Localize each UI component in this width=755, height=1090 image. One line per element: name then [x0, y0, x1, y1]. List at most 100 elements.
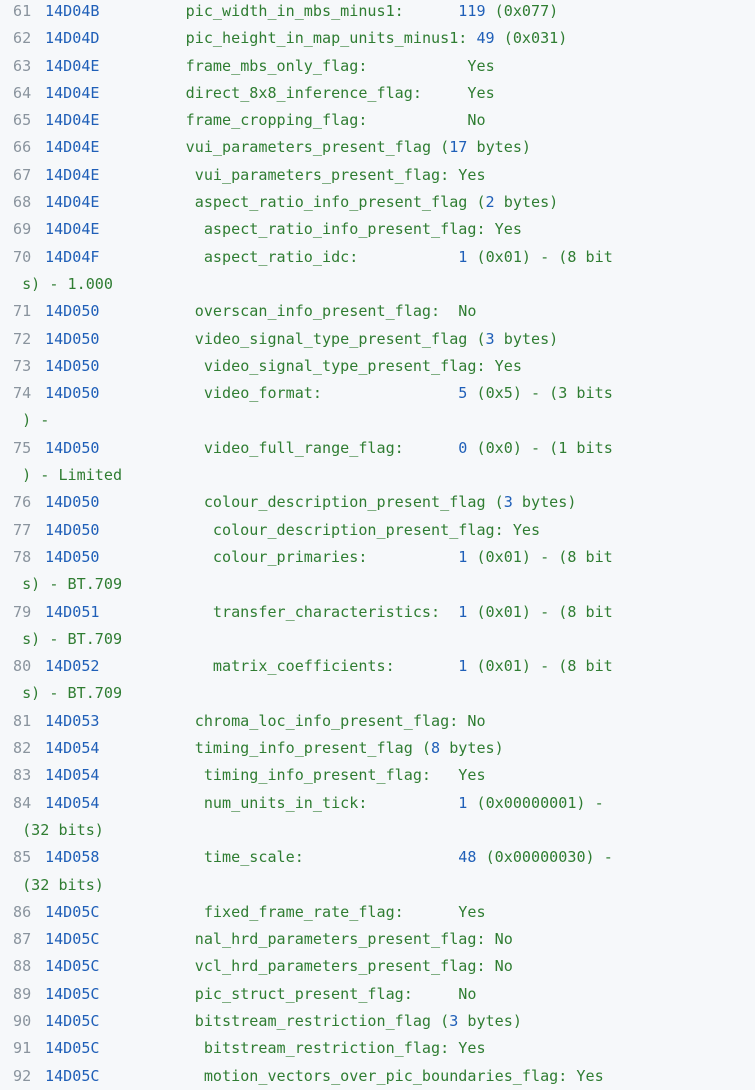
field-entry: num_units_in_tick: 1 (0x00000001) - — [13, 790, 713, 817]
byte-offset: 14D05C — [45, 902, 100, 921]
field-entry: matrix_coefficients: 1 (0x01) - (8 bit — [13, 653, 713, 680]
continuation-text: (32 bits) — [22, 875, 104, 894]
line-number: 69 — [13, 220, 32, 239]
byte-offset: 14D051 — [45, 602, 100, 621]
wrapped-continuation: (32 bits) — [13, 872, 104, 899]
field-label: timing_info_present_flag ( — [194, 739, 432, 758]
field-label: colour_description_present_flag: — [212, 520, 513, 539]
field-entry: colour_primaries: 1 (0x01) - (8 bit — [13, 544, 713, 571]
field-entry: colour_description_present_flag (3 bytes… — [13, 489, 713, 516]
field-entry: fixed_frame_rate_flag: Yes — [13, 899, 713, 926]
line-number: 70 — [13, 247, 32, 266]
byte-offset: 14D058 — [45, 848, 100, 867]
byte-offset: 14D050 — [45, 302, 100, 321]
field-label: video_format: — [203, 384, 459, 403]
field-value: 8 — [431, 739, 441, 758]
field-entry: time_scale: 48 (0x00000030) - — [13, 844, 713, 871]
field-label: frame_mbs_only_flag: — [185, 56, 468, 75]
field-detail: bytes) — [494, 193, 559, 212]
field-entry: timing_info_present_flag: Yes — [13, 762, 713, 789]
field-value: 49 — [476, 29, 495, 48]
line-number: 80 — [13, 657, 32, 676]
line-number: 65 — [13, 111, 32, 130]
byte-offset: 14D04E — [45, 83, 100, 102]
byte-offset: 14D050 — [45, 384, 100, 403]
field-detail: (0x00000030) - — [476, 848, 613, 867]
field-label: overscan_info_present_flag: — [194, 302, 459, 321]
continuation-text: ) - — [22, 411, 50, 430]
field-detail: Yes — [458, 1039, 486, 1058]
field-label: video_signal_type_present_flag ( — [194, 329, 486, 348]
byte-offset: 14D05C — [45, 984, 100, 1003]
field-label: pic_width_in_mbs_minus1: — [185, 2, 459, 20]
byte-offset: 14D050 — [45, 520, 100, 539]
continuation-text: s) - BT.709 — [22, 629, 123, 648]
line-number: 87 — [13, 930, 32, 949]
field-entry: vui_parameters_present_flag (17 bytes) — [13, 134, 713, 161]
line-number: 88 — [13, 957, 32, 976]
field-detail: (0x01) - (8 bit — [467, 602, 613, 621]
byte-offset: 14D04E — [45, 56, 100, 75]
line-number: 64 — [13, 83, 32, 102]
field-detail: Yes — [458, 766, 486, 785]
continuation-text: ) - Limited — [22, 466, 123, 485]
byte-offset: 14D04E — [45, 111, 100, 130]
byte-offset: 14D04E — [45, 220, 100, 239]
wrapped-continuation: s) - BT.709 — [13, 571, 122, 598]
field-label: vcl_hrd_parameters_present_flag: — [194, 957, 495, 976]
byte-offset: 14D05C — [45, 1039, 100, 1058]
field-entry: video_full_range_flag: 0 (0x0) - (1 bits — [13, 435, 713, 462]
field-label: aspect_ratio_info_present_flag ( — [194, 193, 486, 212]
byte-offset: 14D054 — [45, 766, 100, 785]
wrapped-continuation: (32 bits) — [13, 817, 104, 844]
byte-offset: 14D05C — [45, 1011, 100, 1030]
field-entry: bitstream_restriction_flag (3 bytes) — [13, 1008, 713, 1035]
field-value: 3 — [449, 1011, 459, 1030]
byte-offset: 14D054 — [45, 739, 100, 758]
line-number: 86 — [13, 902, 32, 921]
field-label: bitstream_restriction_flag ( — [194, 1011, 450, 1030]
code-line: 64 14D04E direct_8x8_inference_flag: Yes — [0, 80, 755, 107]
field-entry: pic_height_in_map_units_minus1: 49 (0x03… — [13, 25, 713, 52]
byte-offset: 14D050 — [45, 547, 100, 566]
field-entry: video_signal_type_present_flag (3 bytes) — [13, 326, 713, 353]
byte-offset: 14D05C — [45, 1066, 100, 1085]
field-detail: bytes) — [467, 138, 532, 157]
continuation-text: (32 bits) — [22, 820, 104, 839]
field-label: matrix_coefficients: — [212, 657, 459, 676]
field-label: vui_parameters_present_flag: — [194, 165, 459, 184]
wrapped-continuation: ) - Limited — [13, 462, 122, 489]
field-detail: Yes — [494, 220, 522, 239]
field-value: 119 — [458, 2, 486, 20]
field-entry: aspect_ratio_info_present_flag (2 bytes) — [13, 189, 713, 216]
field-entry: vui_parameters_present_flag: Yes — [13, 162, 713, 189]
field-detail: (0x031) — [494, 29, 568, 48]
wrapped-continuation: s) - 1.000 — [13, 271, 113, 298]
field-detail: (0x01) - (8 bit — [467, 547, 613, 566]
field-entry: aspect_ratio_idc: 1 (0x01) - (8 bit — [13, 244, 713, 271]
field-detail: No — [467, 711, 486, 730]
wrapped-continuation: ) - — [13, 407, 49, 434]
field-detail: bytes) — [440, 739, 504, 758]
field-detail: bytes) — [494, 329, 559, 348]
byte-offset: 14D050 — [45, 356, 100, 375]
continuation-text: s) - BT.709 — [22, 575, 123, 594]
byte-offset: 14D05C — [45, 930, 100, 949]
field-entry: pic_struct_present_flag: No — [13, 981, 713, 1008]
field-detail: Yes — [458, 902, 486, 921]
field-label: chroma_loc_info_present_flag: — [194, 711, 468, 730]
field-detail: bytes) — [512, 493, 577, 512]
field-entry: direct_8x8_inference_flag: Yes — [13, 80, 713, 107]
